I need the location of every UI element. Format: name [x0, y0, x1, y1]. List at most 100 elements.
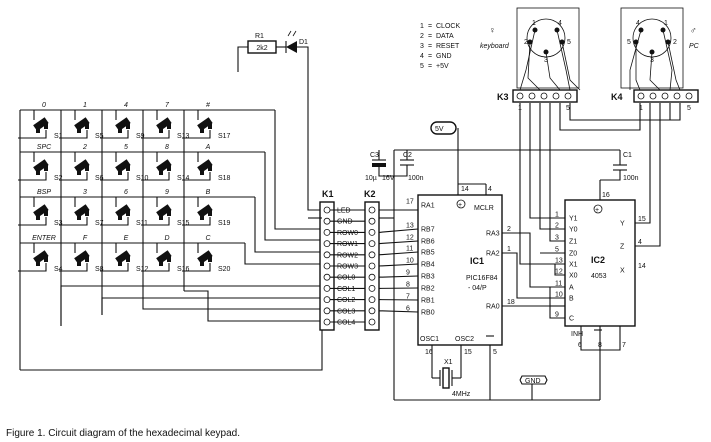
k1-pin-label: COL3 [337, 308, 355, 315]
svg-text:+: + [458, 202, 462, 209]
ic1-pin-name: RB2 [421, 286, 435, 293]
c3-value1: 10µ [365, 175, 377, 182]
ic2-pin-num: 11 [555, 281, 562, 288]
c3-value2: 16V [382, 175, 395, 182]
ic1-pin-name: RB0 [421, 310, 435, 317]
legend-name: GND [436, 53, 452, 60]
key-switch: 0S1 [18, 102, 63, 140]
ic2-pin-num: 14 [638, 263, 646, 270]
ic2-pin-num: 10 [555, 292, 563, 299]
connector-k1: K1 LEDGNDROW0ROW1ROW2ROW3COL0COL1COL2COL… [319, 189, 367, 331]
key-label: 7 [165, 102, 170, 109]
svg-text:3: 3 [650, 57, 654, 64]
figure-caption: Figure 1. Circuit diagram of the hexadec… [6, 428, 240, 439]
legend-equals: = [428, 33, 432, 40]
k2-ref: K2 [364, 189, 376, 199]
c3-ref: C3 [370, 152, 379, 159]
led-d1-icon [286, 41, 297, 53]
v5-label: 5V [435, 126, 444, 133]
ic1-pin15: 15 [464, 349, 472, 356]
ic1-ref: IC1 [470, 256, 484, 266]
din-pin-num: 1 [639, 105, 643, 112]
legend-num: 3 [420, 43, 424, 50]
k1-pin-label: COL0 [337, 275, 355, 282]
ic2-pin-name: A [569, 285, 574, 292]
key-label: BSP [37, 189, 51, 196]
r1-ref: R1 [255, 33, 264, 40]
svg-text:5: 5 [627, 39, 631, 46]
svg-text:2: 2 [524, 39, 528, 46]
key-ref: S20 [218, 266, 231, 273]
r1-value: 2k2 [256, 45, 267, 52]
legend-name: CLOCK [436, 23, 460, 30]
ic2-pin-name: X1 [569, 262, 578, 269]
k1-pin-label: ROW0 [337, 230, 358, 237]
ic1-pin-num: 18 [507, 299, 515, 306]
x1-ref: X1 [444, 359, 453, 366]
ic1-pin-num: 7 [406, 294, 410, 301]
gnd-label: GND [525, 378, 541, 385]
ic1-osc1: OSC1 [420, 336, 439, 343]
key-ref: S2 [54, 175, 63, 182]
key-switch: 2S6 [59, 144, 104, 182]
key-label: E [124, 235, 129, 242]
key-ref: S11 [136, 220, 148, 227]
ic2-pin-name: X0 [569, 273, 578, 280]
c2-ref: C2 [403, 152, 412, 159]
ic1-part2: - 04/P [468, 285, 487, 292]
key-ref: S10 [136, 175, 149, 182]
key-label: 3 [83, 189, 87, 196]
ic1-pin-num: 8 [406, 282, 410, 289]
legend-name: DATA [436, 33, 454, 40]
ic2-pin-name: Z [620, 244, 625, 251]
c1-value: 100n [623, 175, 639, 182]
k1-pin-label: COL2 [337, 297, 355, 304]
ic1-pin-name: RB5 [421, 250, 435, 257]
key-ref: S14 [177, 175, 190, 182]
din-pin-num: 5 [566, 105, 570, 112]
key-ref: S19 [218, 220, 231, 227]
svg-text:5: 5 [567, 39, 571, 46]
k4-ref: K4 [611, 92, 623, 102]
legend-equals: = [428, 63, 432, 70]
ic1-pin-name: RB4 [421, 262, 435, 269]
svg-text:4: 4 [636, 20, 640, 27]
svg-text:2: 2 [673, 39, 677, 46]
keyboard-connector: 1 4 2 5 3 keyboard ♀ [480, 7, 581, 91]
key-ref: S8 [95, 266, 104, 273]
d1-ref: D1 [299, 39, 308, 46]
ic2-pin-num: 9 [555, 312, 559, 319]
ic1-osc2: OSC2 [455, 336, 474, 343]
ic1-pin-num: 1 [507, 246, 511, 253]
ic2-pin8: 8 [598, 342, 602, 349]
key-switch: 4S9 [100, 102, 145, 140]
legend-num: 1 [420, 23, 424, 30]
key-ref: S12 [136, 266, 149, 273]
ic1-pin-num: 9 [406, 270, 410, 277]
key-ref: S9 [136, 133, 145, 140]
key-ref: S16 [177, 266, 190, 273]
ic1-pic16f84: IC1 PIC16F84 - 04/P + MCLR OSC1 OSC2 RA1… [406, 194, 515, 346]
crystal-x1: X1 4MHz [432, 359, 471, 398]
ic1-pin-name: RB7 [421, 227, 435, 234]
ic1-pin-name: RB6 [421, 239, 435, 246]
key-label: 4 [124, 102, 128, 109]
ic2-pin-name: Y [620, 221, 625, 228]
key-label: 2 [82, 144, 87, 151]
k1-pin-label: COL1 [337, 286, 355, 293]
svg-text:1: 1 [532, 20, 536, 27]
ic2-pin6: 6 [578, 342, 582, 349]
svg-text:3: 3 [544, 57, 548, 64]
pc-connector: 4 1 5 2 3 PC ♂ [620, 7, 700, 91]
legend-num: 2 [420, 33, 424, 40]
legend-equals: = [428, 53, 432, 60]
supply-rail: 5V C3 10µ 16V C2 100n C1 100n GND [365, 121, 639, 401]
k1-pin-label: ROW1 [337, 241, 358, 248]
key-ref: S13 [177, 133, 190, 140]
ic1-part1: PIC16F84 [466, 275, 498, 282]
key-ref: S3 [54, 220, 63, 227]
